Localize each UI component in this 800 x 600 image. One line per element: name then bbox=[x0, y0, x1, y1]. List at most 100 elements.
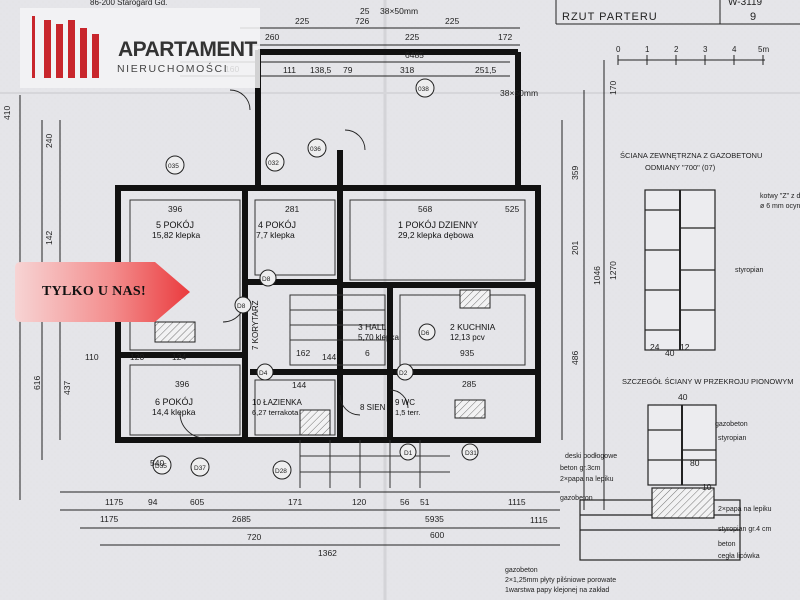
svg-text:935: 935 bbox=[460, 348, 474, 358]
svg-text:2×papa na lepiku: 2×papa na lepiku bbox=[718, 506, 772, 513]
svg-text:251,5: 251,5 bbox=[475, 65, 497, 75]
svg-text:beton gr.3cm: beton gr.3cm bbox=[560, 465, 601, 472]
svg-text:D35: D35 bbox=[155, 463, 167, 470]
svg-text:D31: D31 bbox=[465, 450, 477, 457]
svg-text:410: 410 bbox=[2, 106, 12, 120]
svg-text:D4: D4 bbox=[259, 370, 268, 377]
svg-text:171: 171 bbox=[288, 497, 302, 507]
svg-text:1115: 1115 bbox=[508, 497, 526, 507]
svg-text:225: 225 bbox=[445, 16, 459, 26]
svg-text:25: 25 bbox=[360, 6, 370, 16]
svg-text:285: 285 bbox=[462, 379, 476, 389]
svg-text:10: 10 bbox=[702, 482, 712, 492]
svg-text:144: 144 bbox=[292, 380, 306, 390]
svg-text:beton: beton bbox=[718, 541, 736, 548]
svg-text:5m: 5m bbox=[758, 45, 769, 54]
agency-logo[interactable]: APARTAMENT NIERUCHOMOŚCI bbox=[20, 8, 260, 88]
svg-text:1175: 1175 bbox=[100, 514, 119, 524]
svg-text:142: 142 bbox=[44, 231, 54, 245]
svg-text:2×1,25mm płyty pilśniowe porow: 2×1,25mm płyty pilśniowe porowate bbox=[505, 577, 616, 584]
svg-text:D28: D28 bbox=[275, 468, 287, 475]
building-logo-icon bbox=[32, 16, 99, 78]
svg-text:437: 437 bbox=[62, 381, 72, 395]
svg-text:3 HALL: 3 HALL bbox=[358, 322, 387, 332]
svg-text:240: 240 bbox=[44, 134, 54, 148]
svg-text:4 POKÓJ: 4 POKÓJ bbox=[258, 220, 296, 230]
svg-text:225: 225 bbox=[405, 32, 419, 42]
svg-text:24: 24 bbox=[650, 342, 660, 352]
svg-text:80: 80 bbox=[690, 458, 700, 468]
svg-text:4: 4 bbox=[732, 45, 737, 54]
svg-text:726: 726 bbox=[355, 16, 369, 26]
svg-text:10 ŁAZIENKA: 10 ŁAZIENKA bbox=[252, 398, 302, 407]
svg-text:138,5: 138,5 bbox=[310, 65, 332, 75]
svg-text:29,2 klepka dębowa: 29,2 klepka dębowa bbox=[398, 230, 474, 240]
svg-text:cegła licówka: cegła licówka bbox=[718, 553, 760, 560]
svg-text:170: 170 bbox=[608, 81, 618, 95]
promo-badge[interactable] bbox=[15, 262, 190, 322]
svg-text:1 POKÓJ DZIENNY: 1 POKÓJ DZIENNY bbox=[398, 220, 478, 230]
svg-text:120: 120 bbox=[130, 352, 144, 362]
svg-text:605: 605 bbox=[190, 497, 204, 507]
svg-text:D2: D2 bbox=[399, 370, 408, 377]
svg-text:gazobeton: gazobeton bbox=[505, 567, 538, 574]
svg-text:12,13 pcv: 12,13 pcv bbox=[450, 333, 485, 342]
svg-text:56: 56 bbox=[400, 497, 410, 507]
svg-text:525: 525 bbox=[505, 204, 519, 214]
svg-text:gazobeton: gazobeton bbox=[560, 495, 593, 502]
svg-text:172: 172 bbox=[498, 32, 512, 42]
svg-text:ŚCIANA ZEWNĘTRZNA Z GAZOBETONU: ŚCIANA ZEWNĘTRZNA Z GAZOBETONU bbox=[620, 151, 762, 160]
svg-text:D8: D8 bbox=[262, 276, 271, 283]
svg-text:3: 3 bbox=[703, 45, 708, 54]
svg-text:14,4 klepka: 14,4 klepka bbox=[152, 407, 196, 417]
svg-text:2 KUCHNIA: 2 KUCHNIA bbox=[450, 322, 496, 332]
svg-text:0: 0 bbox=[616, 45, 621, 54]
svg-text:2×papa na lepiku: 2×papa na lepiku bbox=[560, 476, 614, 483]
svg-text:7,7 klepka: 7,7 klepka bbox=[256, 230, 295, 240]
svg-text:111: 111 bbox=[283, 65, 296, 75]
logo-name: APARTAMENT bbox=[118, 38, 257, 61]
svg-text:D6: D6 bbox=[421, 330, 430, 337]
svg-text:036: 036 bbox=[310, 146, 321, 153]
svg-text:D1: D1 bbox=[404, 450, 413, 457]
svg-text:9: 9 bbox=[750, 11, 756, 23]
svg-text:8 SIEN: 8 SIEN bbox=[360, 403, 386, 412]
svg-text:225: 225 bbox=[295, 16, 309, 26]
svg-text:SZCZEGÓŁ ŚCIANY W PRZEKROJU PI: SZCZEGÓŁ ŚCIANY W PRZEKROJU PIONOWYM bbox=[622, 377, 794, 386]
svg-text:540: 540 bbox=[150, 458, 164, 468]
svg-text:6: 6 bbox=[365, 348, 370, 358]
svg-text:5 POKÓJ: 5 POKÓJ bbox=[156, 220, 194, 230]
svg-text:1362: 1362 bbox=[318, 548, 337, 558]
svg-text:6485: 6485 bbox=[405, 50, 424, 60]
svg-text:486: 486 bbox=[570, 351, 580, 365]
svg-text:1115: 1115 bbox=[530, 515, 548, 525]
svg-text:kotwy "Z" z drutu: kotwy "Z" z drutu bbox=[760, 193, 800, 200]
svg-text:ø 6 mm ocynk.: ø 6 mm ocynk. bbox=[760, 203, 800, 210]
svg-text:1warstwa papy klejonej na zakł: 1warstwa papy klejonej na zakład bbox=[505, 587, 609, 594]
svg-text:38×50mm: 38×50mm bbox=[380, 6, 418, 16]
svg-text:7 KORYTARZ: 7 KORYTARZ bbox=[251, 300, 260, 350]
svg-text:2: 2 bbox=[674, 45, 679, 54]
svg-text:ODMIANY "700" (07): ODMIANY "700" (07) bbox=[645, 163, 716, 172]
svg-text:5,70 klepka: 5,70 klepka bbox=[358, 333, 399, 342]
svg-text:110: 110 bbox=[85, 352, 99, 362]
svg-text:260: 260 bbox=[265, 32, 279, 42]
svg-text:359: 359 bbox=[570, 166, 580, 180]
svg-text:032: 032 bbox=[268, 160, 279, 167]
svg-text:15,82 klepka: 15,82 klepka bbox=[152, 230, 200, 240]
svg-text:1: 1 bbox=[645, 45, 650, 54]
svg-text:6 POKÓJ: 6 POKÓJ bbox=[155, 397, 193, 407]
svg-text:86-200 Starogard Gd.: 86-200 Starogard Gd. bbox=[90, 0, 167, 7]
svg-text:12: 12 bbox=[680, 342, 690, 352]
svg-text:396: 396 bbox=[168, 204, 182, 214]
svg-text:9 WC: 9 WC bbox=[395, 398, 415, 407]
svg-text:6,27 terrakota: 6,27 terrakota bbox=[252, 408, 299, 417]
svg-text:038: 038 bbox=[418, 86, 429, 93]
svg-text:600: 600 bbox=[430, 530, 444, 540]
svg-text:40: 40 bbox=[678, 392, 688, 402]
svg-text:1175: 1175 bbox=[105, 497, 124, 507]
svg-text:styropian: styropian bbox=[735, 267, 764, 274]
svg-text:1270: 1270 bbox=[608, 261, 618, 280]
logo-subtitle: NIERUCHOMOŚCI bbox=[117, 63, 229, 75]
